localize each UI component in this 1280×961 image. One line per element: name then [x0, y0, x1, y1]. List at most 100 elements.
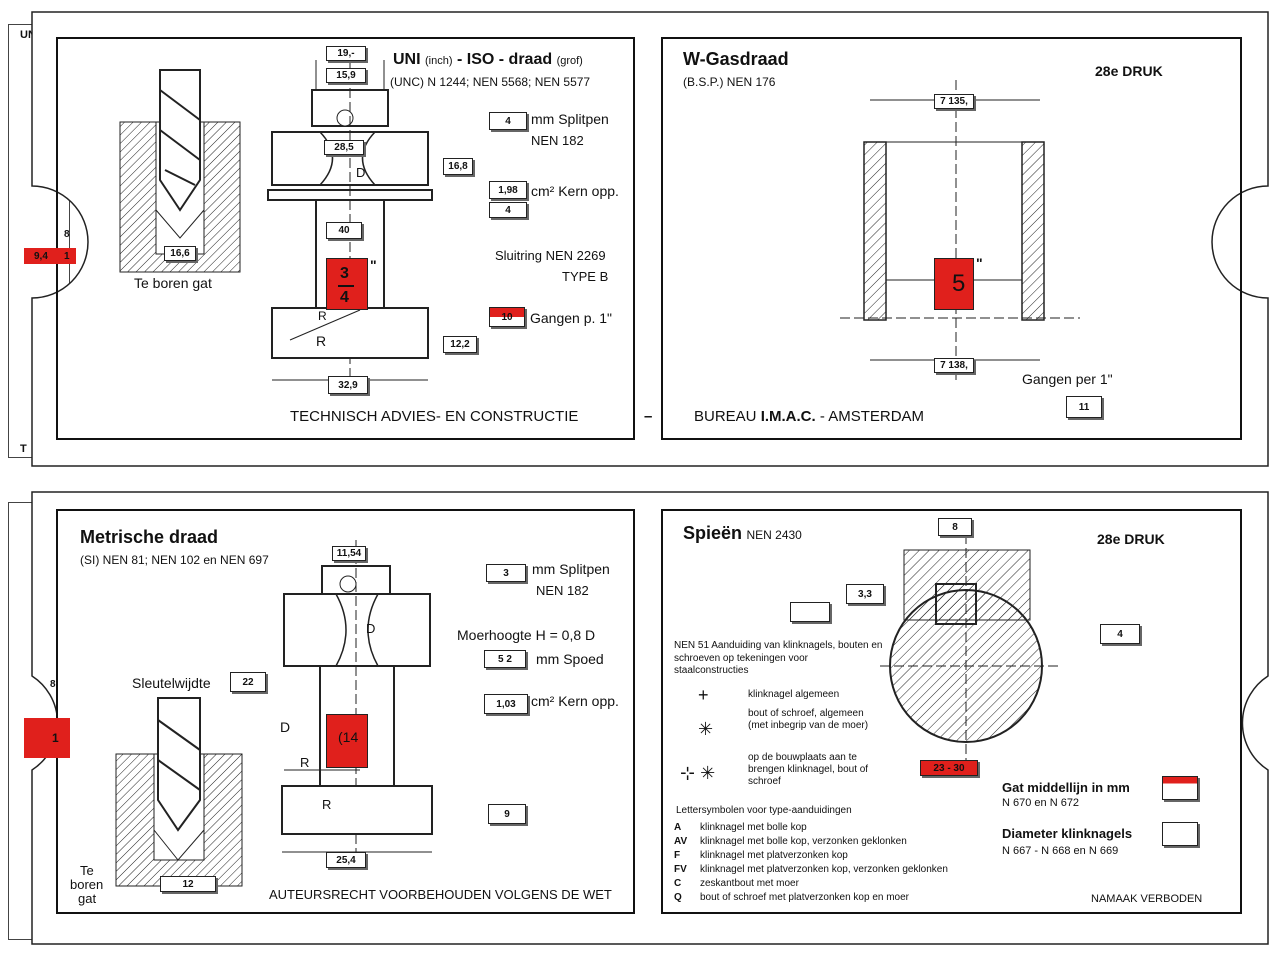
- sluitring-type: TYPE B: [562, 269, 609, 284]
- letter-code: C: [674, 878, 682, 889]
- metric-label-d2: D: [280, 719, 291, 735]
- gangen-value: 10: [489, 307, 525, 327]
- letter-code: FV: [674, 864, 687, 875]
- pipe-gangen-label: Gangen per 1": [1022, 371, 1113, 387]
- size-numerator: 3: [340, 265, 349, 282]
- slide-value-1: 8: [64, 229, 70, 240]
- label-d: D: [356, 165, 366, 180]
- title-grof: (grof): [556, 55, 583, 67]
- title-uni: UNI: [393, 51, 421, 68]
- bottom-slide-value-2: 1: [52, 731, 59, 745]
- sym2-text: bout of schroef, algemeen (met inbegrip …: [748, 708, 869, 731]
- bore-value: 23 - 30: [920, 760, 978, 776]
- metric-top-value: 11,54: [332, 546, 366, 561]
- shank-value: 40: [326, 222, 362, 239]
- legend-heading: NEN 51 Aanduiding van klinknagels, boute…: [674, 640, 883, 676]
- pipe-size-box: [934, 258, 974, 310]
- diam-norm: N 667 - N 668 en N 669: [1002, 845, 1119, 857]
- top-slide-rule-card: UN T 8 9,4 1 16,6 Te boren gat: [0, 0, 1280, 470]
- footer-bureau: BUREAU: [694, 408, 757, 425]
- sluitring-label: Sluitring NEN 2269: [495, 248, 606, 263]
- top-edition: 28e DRUK: [1095, 63, 1163, 79]
- metric-drill-label-2: boren: [70, 877, 104, 892]
- letter-row: AV klinknagel met bolle kop, verzonken ge…: [674, 836, 1054, 850]
- gasdraad-subtitle: (B.S.P.) NEN 176: [683, 75, 776, 89]
- metric-splitpen-value: 3: [486, 564, 526, 582]
- bolt-symbol-icon: ✳: [698, 719, 714, 739]
- top-left-footer: TECHNISCH ADVIES- EN CONSTRUCTIE: [290, 408, 579, 425]
- spoed-label: mm Spoed: [536, 651, 604, 667]
- metric-label-d: D: [366, 621, 376, 636]
- letter-desc: zeskantbout met moer: [700, 878, 799, 889]
- label-r2: R: [316, 333, 327, 349]
- spieen-title: Spieën NEN 2430: [683, 524, 802, 543]
- nut-width-value: 28,5: [324, 140, 364, 155]
- size-fraction-line: [338, 285, 354, 287]
- site-symbol-icon: ⊹ ✳: [680, 763, 716, 783]
- metrisch-title: Metrische draad: [80, 527, 219, 547]
- metric-splitpen-label: mm Splitpen: [532, 561, 610, 577]
- bolt-top2-value: 15,9: [326, 68, 366, 83]
- bottom-slide-red: [24, 718, 70, 758]
- letter-code: AV: [674, 836, 688, 847]
- label-r1: R: [318, 309, 327, 323]
- metric-drill-drawing: [115, 697, 243, 887]
- gat-norm: N 670 en N 672: [1002, 797, 1080, 809]
- footer-imac: I.M.A.C.: [760, 408, 816, 425]
- metric-width-value: 25,4: [326, 852, 366, 868]
- slide-value-2: 9,4: [34, 251, 48, 262]
- bottom-edition: 28e DRUK: [1097, 531, 1165, 547]
- letter-desc: klinknagel met platverzonken kop, verzon…: [700, 864, 948, 875]
- letter-desc: bout of schroef met platverzonken kop en…: [700, 892, 910, 903]
- gat-label: Gat middellijn in mm: [1002, 780, 1130, 795]
- letter-code: F: [674, 850, 681, 861]
- bottom-slide-value-1: 8: [50, 679, 56, 690]
- key-top-value: 8: [938, 518, 972, 536]
- kern2-value: 4: [489, 202, 527, 218]
- gat-value-box[interactable]: [1162, 776, 1198, 800]
- splitpen-label: mm Splitpen: [531, 111, 609, 127]
- spieen-title-text: Spieën: [683, 523, 743, 543]
- pipe-gangen-value: 11: [1066, 396, 1102, 418]
- letter-desc: klinknagel met platverzonken kop: [700, 850, 848, 861]
- metric-drill-label-3: gat: [78, 891, 97, 906]
- size-unit: ": [370, 257, 377, 273]
- metric-splitpen-norm: NEN 182: [536, 583, 589, 598]
- letter-desc: klinknagel met bolle kop, verzonken gekl…: [700, 836, 907, 847]
- kern-label: cm² Kern opp.: [531, 183, 619, 199]
- letter-desc: klinknagel met bolle kop: [700, 822, 807, 833]
- rivet-symbol-icon: +: [698, 685, 709, 705]
- diam-value-box[interactable]: [1162, 822, 1198, 846]
- pipe-size-unit: ": [976, 255, 983, 271]
- metric-kern-label: cm² Kern opp.: [531, 693, 619, 709]
- moerhoogte-label: Moerhoogte H = 0,8 D: [457, 627, 596, 643]
- letter-code: A: [674, 822, 682, 833]
- title-inch: (inch): [425, 55, 453, 67]
- metric-size-value: (14: [338, 729, 359, 745]
- uni-title: UNI (inch) - ISO - draad (grof): [393, 52, 583, 68]
- slide-value-3: 1: [64, 251, 70, 262]
- diam-label: Diameter klinknagels: [1002, 826, 1133, 841]
- letter-code: Q: [674, 892, 682, 903]
- sym3-text: op de bouwplaats aan te brengen klinknag…: [748, 752, 869, 787]
- bolt-drawing: [267, 60, 433, 390]
- footer-dash: –: [644, 408, 653, 425]
- key-shaft-drawing: [880, 520, 1060, 770]
- sleutel-value: 22: [230, 672, 266, 692]
- pipe-size-value: 5: [952, 270, 966, 297]
- sleutel-label: Sleutelwijdte: [132, 675, 211, 691]
- size-denominator: 4: [340, 289, 349, 306]
- drill-depth-value: 16,6: [164, 246, 196, 261]
- metric-size-box: [326, 714, 368, 768]
- metric-head-value: 9: [488, 804, 526, 824]
- bottom-right-footer: NAMAAK VERBODEN: [1091, 893, 1203, 905]
- bottom-slide-rule-card: 8 1 Metrische draad (SI) NEN 81; NEN 102…: [0, 480, 1280, 961]
- slide-value-red: [24, 248, 76, 264]
- metric-bolt-drawing: [281, 540, 433, 870]
- slide-top-label: UN: [20, 29, 36, 41]
- pipe-bottom-value: 7 138,: [934, 358, 974, 373]
- sym1-text: klinknagel algemeen: [748, 689, 840, 700]
